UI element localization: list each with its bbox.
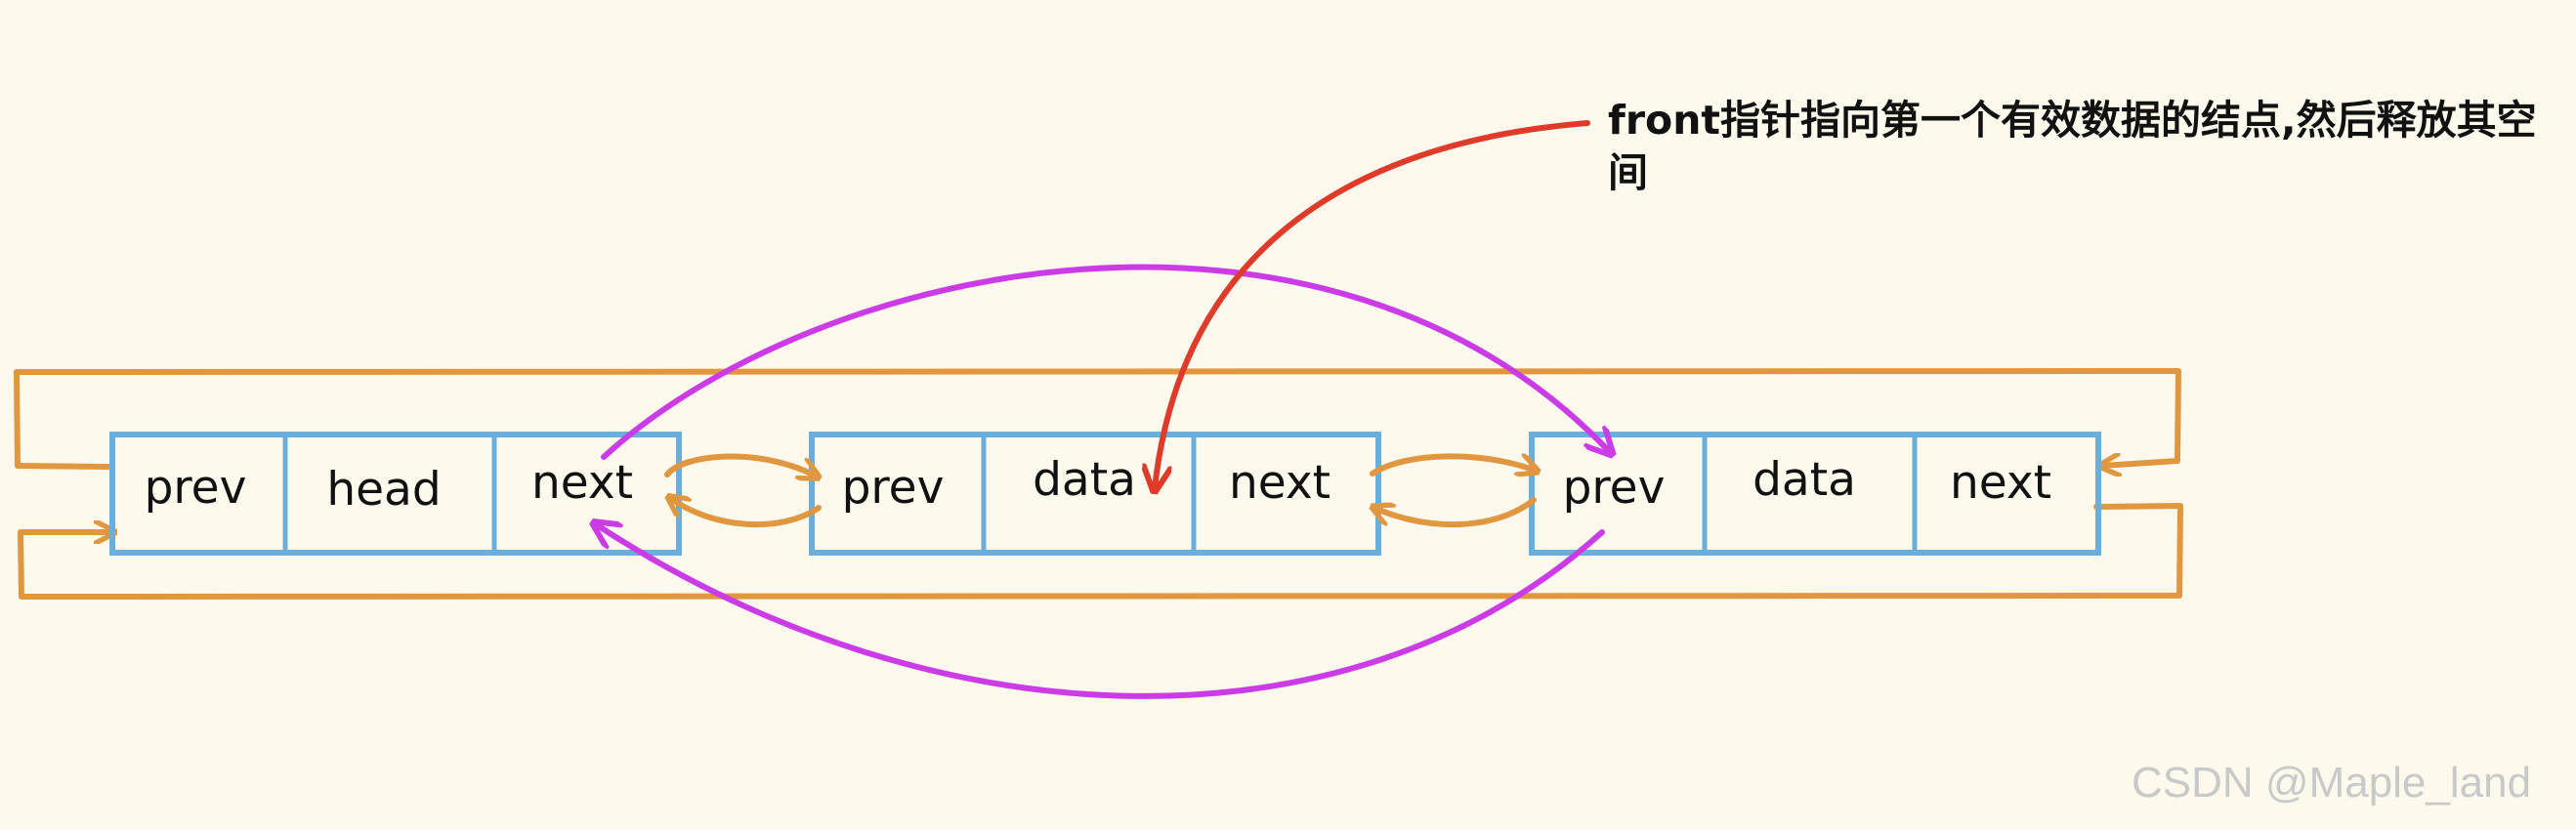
node-second-data-data-label: data	[1753, 453, 1856, 507]
watermark: CSDN @Maple_land	[2132, 759, 2532, 807]
front-pointer-arrow	[1155, 120, 1590, 488]
node-first-data-data-label: data	[1033, 453, 1136, 507]
node-head-prev-label: prev	[145, 461, 247, 515]
loop-top-link	[14, 368, 2181, 467]
link-data1-prev-to-head	[670, 498, 822, 528]
node-links	[664, 453, 1537, 528]
front-pointer-annotation: front指针指向第一个有效数据的结点,然后释放其空间	[1608, 97, 2537, 196]
relink-arrows	[596, 264, 1610, 699]
relink-data2-prev-to-head	[596, 524, 1605, 699]
node-head: prev head next	[109, 432, 682, 556]
link-data2-prev-to-data1	[1374, 497, 1537, 528]
relink-head-next-to-data2	[601, 264, 1610, 460]
node-second-data-next-label: next	[1950, 456, 2051, 510]
loop-bottom-link	[18, 503, 2183, 600]
node-first-data-prev-label: prev	[842, 461, 945, 515]
link-data1-next-to-data2	[1370, 456, 1536, 474]
node-head-head-label: head	[326, 463, 441, 517]
circular-links	[14, 368, 2183, 600]
node-first-data-next-label: next	[1229, 456, 1330, 510]
node-head-next-label: next	[531, 456, 633, 510]
node-second-data: prev data next	[1529, 432, 2101, 556]
node-first-data: prev data next	[809, 432, 1381, 556]
link-head-next-to-data1	[664, 453, 817, 477]
node-second-data-prev-label: prev	[1563, 461, 1666, 515]
